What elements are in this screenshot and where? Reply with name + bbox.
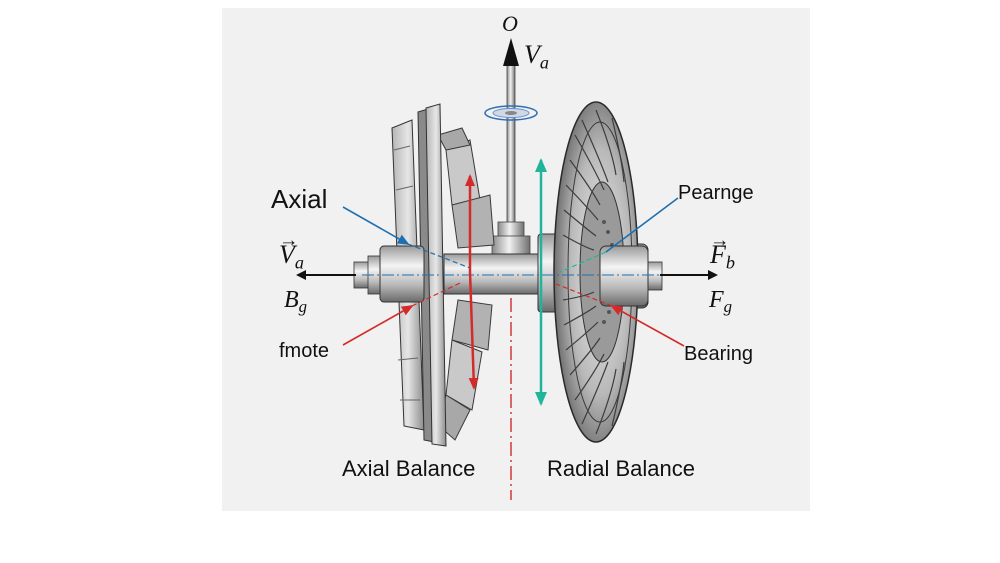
left-force-sub: g — [298, 297, 308, 317]
pearnge-dashed-guide — [559, 251, 607, 273]
top-velocity-label: Va — [524, 42, 549, 72]
right-vector-sub: b — [725, 252, 735, 273]
right-force-main: F — [709, 287, 724, 313]
left-impeller-blades — [437, 127, 495, 441]
right-vector-main: F — [710, 231, 726, 268]
right-force-sub: g — [723, 297, 733, 317]
vertical-shaft — [491, 59, 531, 259]
bearing-dashed-guide — [555, 283, 613, 307]
axial-balance-arrow — [465, 174, 479, 390]
top-velocity-main: V — [524, 40, 540, 69]
left-force-main: B — [284, 287, 299, 313]
fmote-dashed-guide — [411, 281, 463, 307]
top-arrow-head — [503, 38, 519, 66]
left-vector-sub: a — [294, 252, 304, 273]
fmote-leader — [342, 305, 414, 346]
axial-label: Axial — [271, 184, 328, 214]
top-point-label: O — [502, 13, 518, 35]
left-force-label: Bg — [284, 288, 307, 316]
bearing-label: Bearing — [684, 343, 753, 365]
pearnge-label: Pearnge — [678, 182, 754, 204]
left-vector-label: Va — [279, 231, 304, 273]
top-point-text: O — [502, 11, 518, 36]
left-vector-main: V — [279, 231, 295, 268]
top-velocity-sub: a — [539, 52, 549, 73]
pearnge-leader — [605, 197, 679, 253]
fmote-label: fmote — [279, 340, 330, 362]
right-force-label: Fg — [709, 288, 732, 316]
radial-balance-label: Radial Balance — [547, 456, 695, 481]
axial-dashed-guide — [407, 243, 471, 269]
right-hub — [599, 245, 649, 307]
axial-leader — [342, 206, 410, 245]
rotation-ring-icon — [484, 105, 538, 121]
right-vector-label: Fb — [710, 231, 735, 273]
axial-balance-label: Axial Balance — [342, 456, 476, 481]
bearing-leader — [610, 305, 685, 347]
